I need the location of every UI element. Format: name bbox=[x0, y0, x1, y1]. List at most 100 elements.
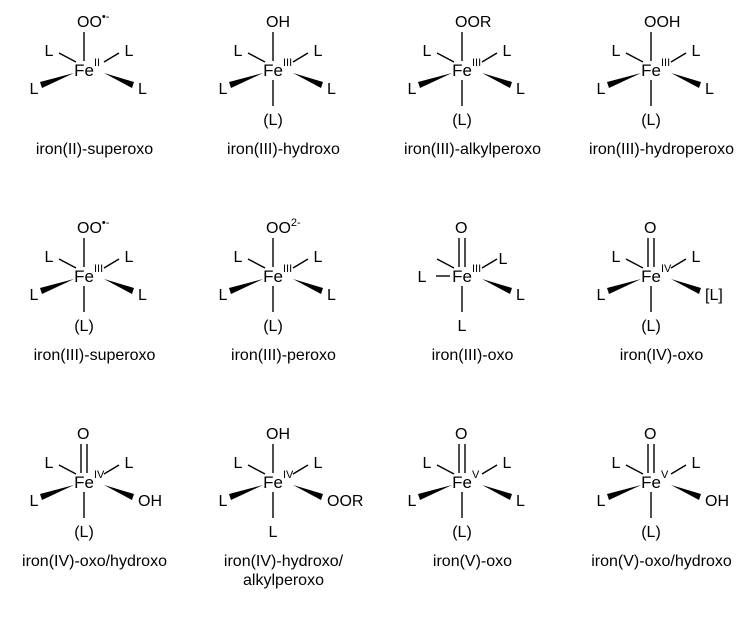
upper-right-bond bbox=[670, 258, 687, 269]
lower-right-ligand: L bbox=[327, 81, 336, 98]
lower-left-ligand: L bbox=[30, 287, 39, 304]
lower-right-wedge bbox=[671, 279, 701, 294]
complex-label-line: iron(IV)-oxo/hydroxo bbox=[22, 553, 167, 570]
lower-right-ligand: L bbox=[327, 287, 336, 304]
upper-left-bond bbox=[625, 258, 644, 269]
complex-label: iron(III)-oxo bbox=[378, 346, 567, 365]
lower-right-wedge bbox=[482, 279, 512, 294]
lower-left-wedge bbox=[40, 73, 74, 88]
lower-left-ligand: L bbox=[30, 493, 39, 510]
iron-center: Fe bbox=[641, 267, 661, 286]
upper-left-bond bbox=[625, 52, 644, 63]
lower-right-ligand: [L] bbox=[705, 287, 723, 304]
complex-label: iron(V)-oxo bbox=[378, 552, 567, 571]
oxidation-state: III bbox=[283, 57, 292, 69]
upper-right-ligand: L bbox=[692, 249, 701, 266]
lower-left-ligand: L bbox=[219, 287, 228, 304]
lower-right-ligand: L bbox=[138, 81, 147, 98]
lower-left-ligand: L bbox=[219, 493, 228, 510]
top-ligand: OOR bbox=[455, 14, 491, 31]
upper-left-bond bbox=[436, 52, 455, 63]
oxidation-state: IV bbox=[661, 263, 672, 275]
oxidation-state: V bbox=[661, 469, 669, 481]
lower-right-ligand: L bbox=[705, 81, 714, 98]
bottom-ligand: L bbox=[269, 524, 278, 541]
iron-center: Fe bbox=[74, 473, 94, 492]
iron-center: Fe bbox=[452, 473, 472, 492]
complex-label-line: iron(II)-superoxo bbox=[35, 141, 154, 158]
oxidation-state: V bbox=[472, 469, 480, 481]
lower-left-wedge bbox=[229, 73, 263, 88]
lower-left-wedge bbox=[229, 485, 263, 500]
complex-label-line: iron(IV)-hydroxo/ bbox=[223, 553, 344, 570]
complex-label: iron(IV)-oxo/hydroxo bbox=[0, 552, 189, 571]
complex-label: iron(III)-peroxo bbox=[189, 346, 378, 365]
complex-label-line: iron(III)-alkylperoxo bbox=[404, 141, 541, 158]
lower-left-wedge bbox=[40, 485, 74, 500]
top-ligand: OH bbox=[266, 14, 290, 31]
lower-left-ligand: L bbox=[408, 493, 417, 510]
bottom-ligand: L bbox=[458, 318, 467, 335]
upper-right-ligand: L bbox=[692, 455, 701, 472]
top-ligand: OO•- bbox=[77, 11, 110, 31]
lower-right-wedge bbox=[104, 73, 134, 88]
lower-right-wedge bbox=[482, 73, 512, 88]
lower-left-wedge bbox=[607, 73, 641, 88]
oxidation-state: III bbox=[472, 263, 481, 275]
top-ligand: O bbox=[77, 426, 89, 443]
upper-right-ligand: L bbox=[499, 251, 508, 268]
lower-left-ligand: L bbox=[219, 81, 228, 98]
complex-label-line: iron(V)-oxo/hydroxo bbox=[591, 553, 732, 570]
upper-right-ligand: L bbox=[125, 455, 134, 472]
upper-left-ligand: L bbox=[423, 43, 432, 60]
lower-left-wedge bbox=[607, 485, 641, 500]
upper-right-bond bbox=[481, 258, 498, 269]
iron-center: Fe bbox=[263, 473, 283, 492]
lower-right-wedge bbox=[482, 485, 512, 500]
top-ligand: O bbox=[455, 426, 467, 443]
lower-right-ligand: L bbox=[138, 287, 147, 304]
upper-left-bond bbox=[58, 464, 77, 475]
upper-right-ligand: L bbox=[503, 455, 512, 472]
upper-right-bond bbox=[292, 52, 309, 63]
complex-label-line: iron(III)-superoxo bbox=[33, 347, 156, 364]
top-ligand: O bbox=[455, 220, 467, 237]
upper-right-bond bbox=[103, 258, 120, 269]
complex-label-line: iron(IV)-oxo bbox=[619, 347, 704, 364]
complex-label: iron(IV)-oxo bbox=[567, 346, 756, 365]
bottom-ligand: (L) bbox=[263, 318, 283, 335]
upper-left-bond bbox=[247, 52, 266, 63]
lower-right-wedge bbox=[671, 485, 701, 500]
upper-left-ligand: L bbox=[612, 455, 621, 472]
upper-right-ligand: L bbox=[692, 43, 701, 60]
lower-left-ligand: L bbox=[597, 81, 606, 98]
top-charge: •- bbox=[102, 217, 110, 229]
iron-center: Fe bbox=[641, 473, 661, 492]
bottom-ligand: (L) bbox=[452, 524, 472, 541]
upper-left-ligand: L bbox=[45, 43, 54, 60]
upper-right-bond bbox=[481, 52, 498, 63]
lower-left-wedge bbox=[418, 485, 452, 500]
lower-right-ligand: L bbox=[516, 493, 525, 510]
upper-left-bond bbox=[436, 258, 455, 269]
bottom-ligand: (L) bbox=[74, 318, 94, 335]
upper-right-ligand: L bbox=[125, 249, 134, 266]
bottom-ligand: (L) bbox=[452, 112, 472, 129]
lower-right-wedge bbox=[671, 73, 701, 88]
upper-left-ligand: L bbox=[45, 455, 54, 472]
upper-right-ligand: L bbox=[503, 43, 512, 60]
